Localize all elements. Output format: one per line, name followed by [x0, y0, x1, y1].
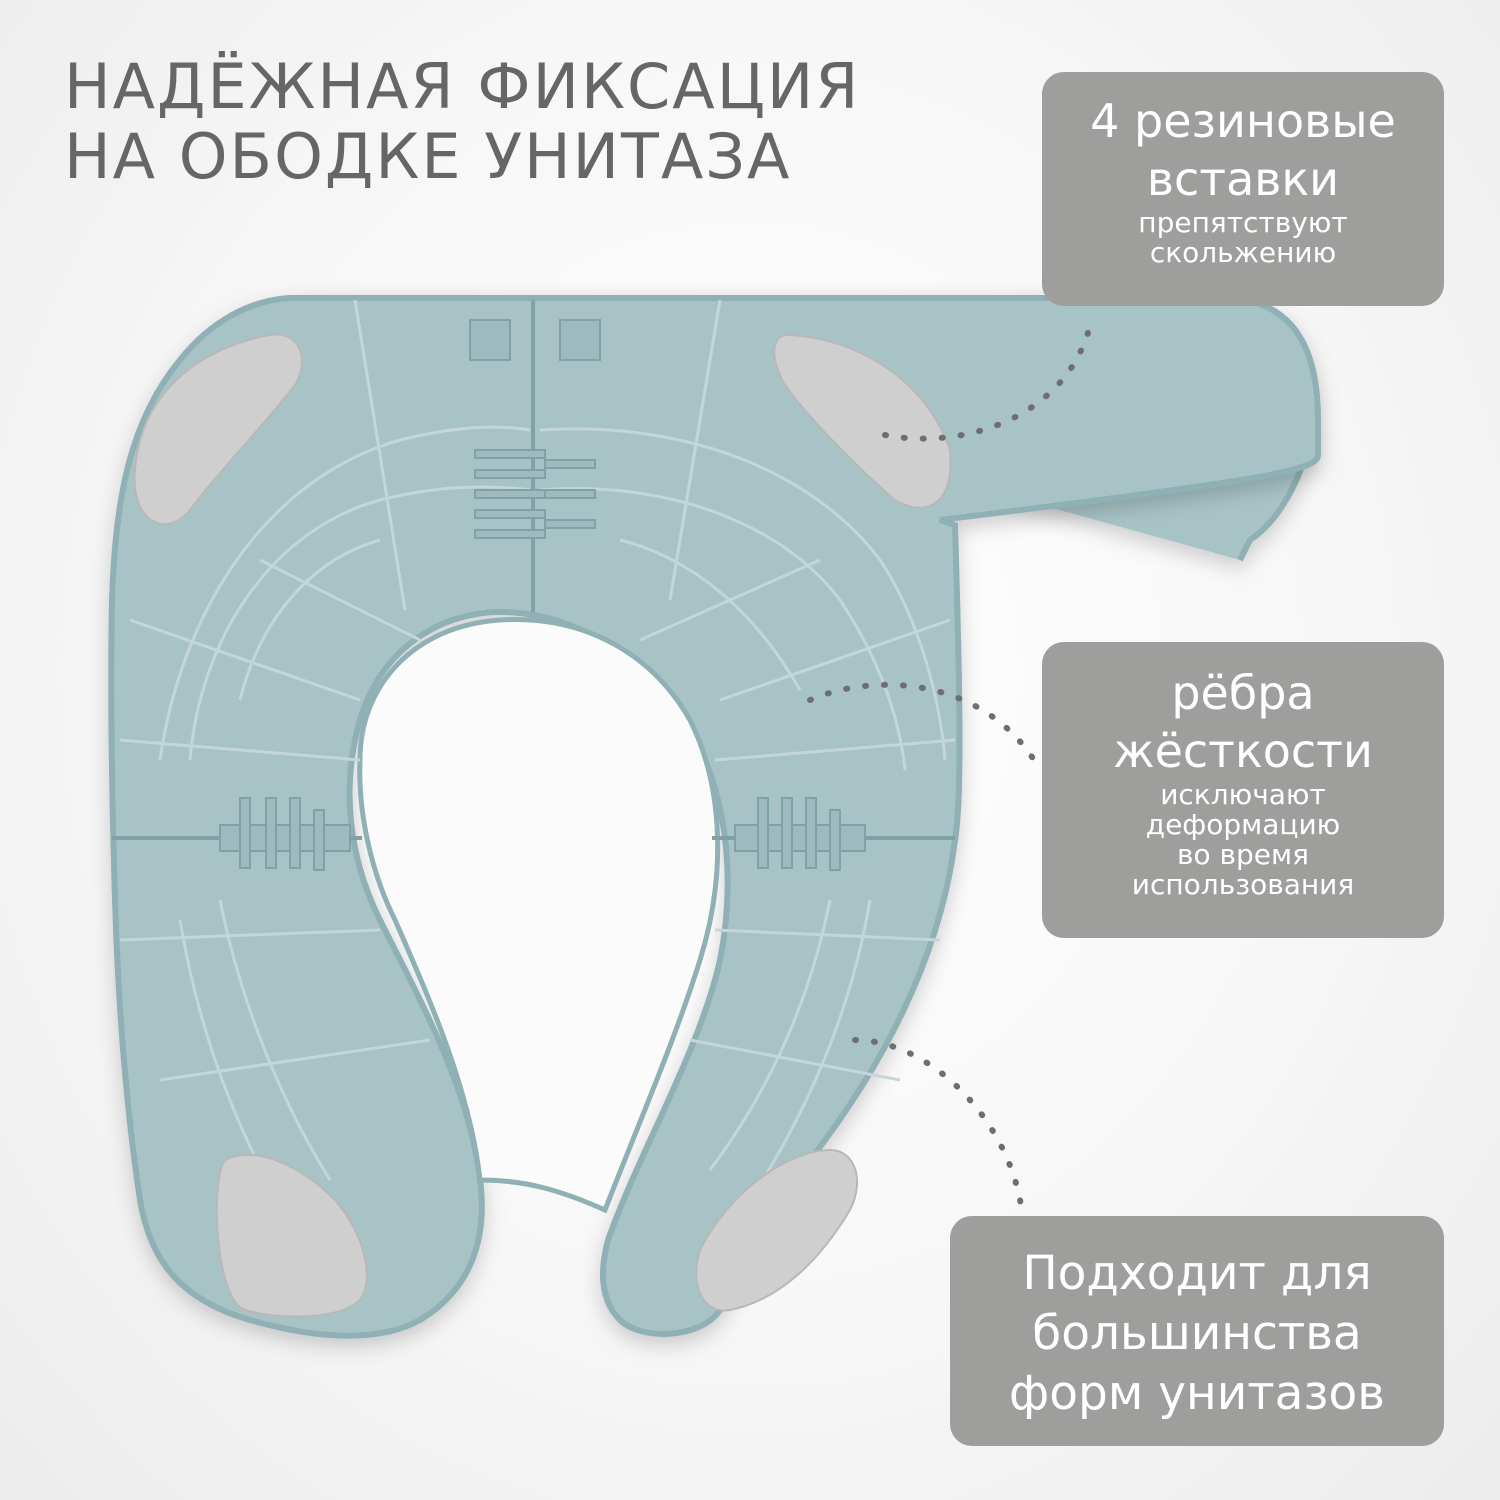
callout-ribs-title-1: рёбра: [1171, 666, 1315, 720]
callout-rubber-text-1: препятствуют: [1138, 206, 1348, 239]
callout-rubber-title-1: 4 резиновые: [1090, 94, 1396, 148]
seat-shape: [108, 295, 1321, 1339]
callout-rubber-inserts: 4 резиновые вставки препятствуют скольже…: [1042, 72, 1444, 306]
callout-stiffening-ribs: рёбра жёсткости исключают деформацию во …: [1042, 642, 1444, 938]
callout-ribs-text-2: деформацию: [1145, 808, 1341, 841]
seat-opening: [357, 617, 721, 1214]
leader-lines: [807, 315, 1095, 1215]
stiffening-ribs: [119, 299, 956, 1241]
callout-fit-line-2: большинства: [1032, 1306, 1362, 1361]
rubber-pad-top-left: [133, 333, 303, 526]
hinge-right: [734, 797, 866, 871]
rubber-pad-bottom-right: [695, 1148, 859, 1312]
callout-fits-most-toilets: Подходит для большинства форм унитазов: [950, 1216, 1444, 1446]
headline-line-2: НА ОБОДКЕ УНИТАЗА: [64, 120, 792, 193]
rubber-pad-bottom-left: [215, 1154, 368, 1318]
callout-fit-line-3: форм унитазов: [1009, 1366, 1385, 1421]
hinge-left: [219, 797, 351, 871]
hinge-center: [469, 319, 601, 539]
headline: НАДЁЖНАЯ ФИКСАЦИЯ НА ОБОДКЕ УНИТАЗА: [64, 52, 860, 192]
leader-line-rubber: [882, 315, 1095, 442]
callout-ribs-text-1: исключают: [1160, 778, 1326, 811]
headline-line-1: НАДЁЖНАЯ ФИКСАЦИЯ: [64, 50, 861, 123]
leader-line-fit: [852, 1037, 1025, 1215]
rubber-pad-top-right: [773, 333, 952, 509]
callout-ribs-text-4: использования: [1131, 868, 1355, 901]
callout-rubber-title-2: вставки: [1146, 152, 1340, 206]
callout-rubber-text-2: скольжению: [1149, 236, 1337, 269]
callout-fit-line-1: Подходит для: [1022, 1246, 1372, 1301]
callout-ribs-text-3: во время: [1176, 838, 1309, 871]
callout-ribs-title-2: жёсткости: [1113, 724, 1373, 778]
